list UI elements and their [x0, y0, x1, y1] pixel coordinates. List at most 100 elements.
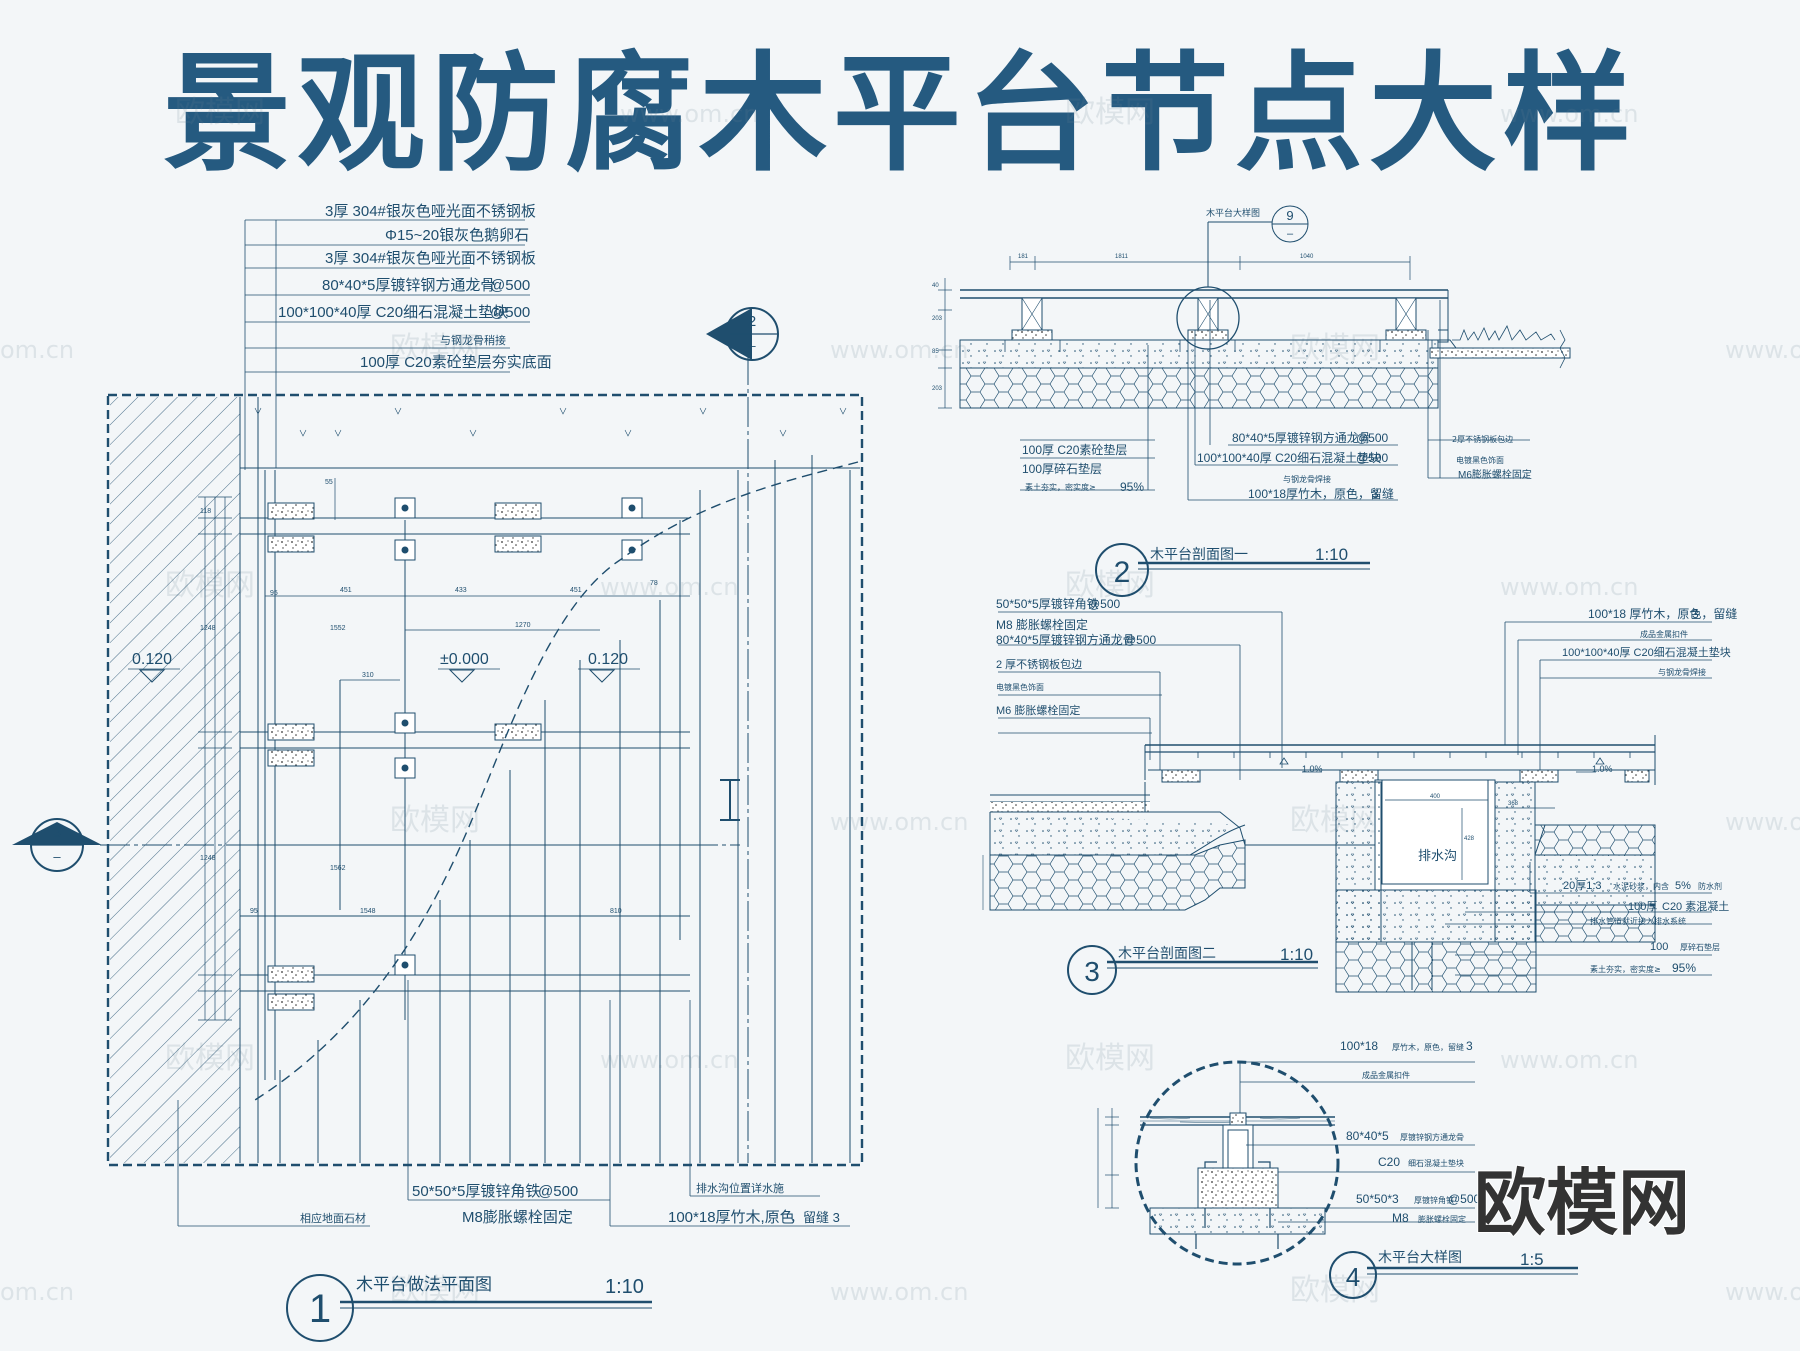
label-pad-spacing: @500 — [1356, 451, 1389, 465]
label-steel-plate-2: 3厚 304#银灰色哑光面不锈钢板 — [325, 249, 536, 267]
section-ref-3-dash: – — [53, 849, 61, 864]
section-ref-3: 3 — [53, 824, 61, 841]
watermark: www.om.cn — [1725, 808, 1800, 836]
view3-scale: 1:10 — [1280, 945, 1313, 964]
dim: 181 — [1018, 254, 1029, 260]
label-weld: 与钢龙骨稍接 — [440, 333, 506, 347]
view1-number: 1 — [309, 1287, 331, 1331]
label-spacing: @500 — [490, 277, 530, 294]
section-ref-2: 2 — [748, 313, 756, 330]
label-pebbles: Φ15~20银灰色鹅卵石 — [385, 227, 529, 244]
watermark: 欧模网 — [1065, 1041, 1155, 1076]
label-black-finish: 电镀黑色饰面 — [1456, 455, 1504, 465]
label-bolt-m6: M6 膨胀螺栓固定 — [996, 703, 1080, 717]
label-angle-size: 50*50*3 — [1356, 1192, 1399, 1206]
label-bolt: 膨胀螺栓固定 — [1418, 1214, 1466, 1224]
label-base: 100厚 C20素砼垫层夯实底面 — [360, 354, 552, 371]
label-c20: C20 — [1378, 1155, 1400, 1169]
dim: 451 — [570, 587, 582, 594]
label-angle-spacing: @500 — [1088, 597, 1121, 611]
view4-text: 100*18 厚竹木，原色 ，留缝 3 成品金属扣件 80*40*5 厚镀锌钢方… — [1340, 1039, 1544, 1292]
plan-boundary — [106, 393, 864, 1167]
view2-caption: 木平台剖面图一 — [1150, 547, 1248, 563]
label-waterproof: 防水剂 — [1698, 881, 1722, 891]
label-joist: 厚镀锌钢方通龙骨 — [1400, 1132, 1464, 1142]
view1-scale: 1:10 — [605, 1276, 644, 1298]
label-compaction: 95% — [1672, 961, 1696, 975]
brand-logo: 欧模网 — [1474, 1161, 1690, 1245]
watermark: www.om.cn — [1725, 336, 1800, 364]
dim: 118 — [200, 508, 211, 515]
dim: 78 — [650, 580, 658, 587]
label-gap: ，留缝 3 — [790, 1210, 840, 1225]
dim: 95 — [250, 908, 258, 915]
label-joist-size: 80*40*5 — [1346, 1129, 1389, 1143]
label-gap: 3 — [1692, 607, 1699, 621]
label-concrete-pad: 100*100*40厚 C20细石混凝土垫块 — [278, 304, 508, 321]
watermark: 欧模网 — [175, 95, 265, 130]
view3-number: 3 — [1084, 956, 1100, 987]
dim: 85 — [932, 349, 939, 355]
view1-plan — [12, 219, 864, 1342]
label-m8: M8 — [1392, 1211, 1409, 1225]
label-weld: 与钢龙骨焊接 — [1283, 474, 1331, 484]
dim: 433 — [455, 587, 467, 594]
label-concrete: C20 素混凝土 — [1662, 899, 1729, 913]
level-right: 0.120 — [588, 651, 628, 668]
label-gravel: 100厚碎石垫层 — [1022, 461, 1102, 476]
watermark: 欧模网 — [1065, 95, 1155, 130]
view3-text: 50*50*5厚镀锌角铁 @500 M8 膨胀螺栓固定 80*40*5厚镀锌钢方… — [996, 597, 1737, 987]
watermark: www.om.cn — [600, 1046, 738, 1074]
view1-caption: 木平台做法平面图 — [356, 1275, 492, 1295]
dim: 40 — [932, 283, 939, 289]
label-clip: 成品金属扣件 — [1362, 1070, 1410, 1080]
ref-num-9: 9 — [1286, 208, 1293, 223]
label-gap: 3 — [1372, 487, 1379, 501]
label-edge-plate: 2厚不锈钢板包边 — [1452, 434, 1513, 444]
view4-number: 4 — [1346, 1262, 1360, 1292]
label-waterproof-pct: 5% — [1675, 880, 1691, 892]
watermark: www.om.cn — [1500, 100, 1638, 128]
label-soil: 素土夯实，密实度≥ — [1590, 964, 1661, 974]
slope-left: 1.0% — [1302, 764, 1323, 774]
level-left: 0.120 — [132, 651, 172, 668]
label-pad: 细石混凝土垫块 — [1408, 1158, 1464, 1168]
watermark: www.om.cn — [1725, 1278, 1800, 1306]
label-bamboo: 厚竹木，原色 — [1392, 1042, 1440, 1052]
section-ref-2-dash: – — [748, 338, 756, 353]
label-stone: 相应地面石材 — [300, 1211, 366, 1225]
label-joist: 80*40*5厚镀锌钢方通龙骨 — [996, 632, 1135, 647]
stone-hatch — [110, 397, 240, 1163]
label-steel-joist: 80*40*5厚镀锌钢方通龙骨 — [322, 277, 495, 294]
label-angle-iron: 50*50*5厚镀锌角铁 — [996, 597, 1099, 611]
dim: 310 — [362, 672, 374, 679]
watermark: 欧模网 — [390, 331, 480, 366]
label-joist: 80*40*5厚镀锌钢方通龙骨 — [1232, 430, 1371, 445]
label-spacing-2: @500 — [490, 304, 530, 321]
label-concrete-thk: 100厚 — [1628, 900, 1657, 913]
dim: 55 — [325, 479, 333, 486]
watermark: om.cn — [0, 1278, 74, 1306]
label-edge-plate: 2 厚不锈钢板包边 — [996, 657, 1082, 671]
ref-detail-label: 木平台大样图 — [1206, 207, 1260, 219]
watermark: om.cn — [0, 336, 74, 364]
watermark: www.om.cn — [830, 1278, 968, 1306]
label-gap-text: ，留缝 — [1440, 1042, 1464, 1052]
label-pad: 100*100*40厚 C20细石混凝土垫块 — [1562, 645, 1731, 659]
view4-caption: 木平台大样图 — [1378, 1250, 1462, 1266]
label-angle-spacing: @500 — [538, 1183, 578, 1200]
label-angle: 厚镀锌角铁 — [1414, 1195, 1454, 1205]
dim: 1562 — [330, 865, 346, 872]
view3-section — [982, 611, 1712, 995]
label-joist-spacing: @500 — [1356, 431, 1389, 445]
view2-number: 2 — [1114, 556, 1131, 589]
label-drain-pipe: 排水管道就近接入排水系统 — [1590, 916, 1686, 926]
slope-right: 1.0% — [1592, 764, 1613, 774]
label-bolt: M6膨胀螺栓固定 — [1458, 468, 1532, 481]
dim: 1248 — [200, 855, 216, 862]
label-mortar-desc: 水泥砂浆，内含 — [1613, 881, 1669, 891]
label-pad: 100*100*40厚 C20细石混凝土垫块 — [1197, 450, 1381, 465]
ref-dash: – — [1287, 228, 1294, 240]
view2-text: 木平台大样图 9 – 100厚 C20素砼垫层 100厚碎石垫层 素土夯实，密实… — [932, 207, 1532, 589]
